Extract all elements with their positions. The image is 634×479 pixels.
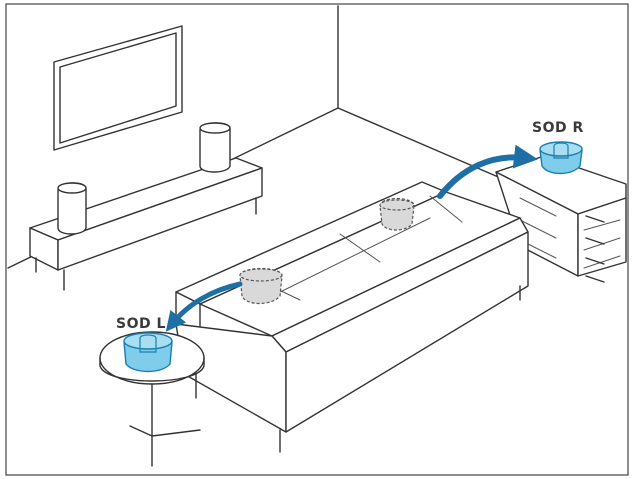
dresser xyxy=(495,155,627,283)
arrow-to-sod-r xyxy=(437,144,538,199)
speaker-sod-r xyxy=(539,141,583,175)
tv-screen xyxy=(53,25,183,151)
label-sod-r: SOD R xyxy=(532,120,584,136)
speaker-sod-l xyxy=(123,332,173,373)
front-speaker-right xyxy=(199,122,231,173)
arrow-to-sod-l xyxy=(165,281,243,332)
front-speaker-left xyxy=(57,182,87,235)
speaker-original-position-left xyxy=(239,267,283,305)
media-console xyxy=(29,157,263,291)
speaker-original-position-right xyxy=(379,197,415,231)
label-sod-l: SOD L xyxy=(116,316,166,332)
